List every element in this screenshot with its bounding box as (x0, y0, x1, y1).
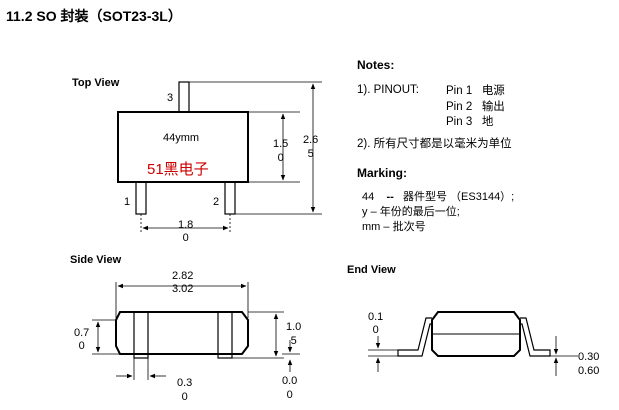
pin-name: Pin 1 (446, 85, 473, 97)
marking-row: y – 年份的最后一位; (362, 205, 514, 220)
dim-end-lead-thickness-b: 0 (372, 324, 379, 336)
marking-sep: – (370, 206, 377, 218)
side-view-drawing (92, 282, 300, 380)
end-lead-left (397, 317, 432, 357)
top-pin-2 (224, 181, 236, 215)
dim-side-length-a: 2.82 (172, 270, 194, 282)
pin-row: Pin 1 电源 (446, 84, 505, 100)
dim-top-width-a: 1.8 (178, 219, 194, 231)
dim-top-total-a: 2.6 (303, 134, 319, 146)
top-pin-1 (135, 181, 147, 215)
dim-top-total-b: 5 (307, 148, 314, 160)
dim-end-lead-thickness-a: 0.1 (368, 311, 384, 323)
dim-end-lead-thickness: 0.1 0 (368, 311, 383, 337)
dim-top-total: 2.6 5 (303, 133, 318, 161)
end-view-drawing (368, 311, 578, 376)
end-view-label: End View (347, 264, 396, 276)
pin-func: 地 (481, 116, 494, 128)
dim-side-length: 2.82 3.02 (172, 270, 193, 296)
marking-header: Marking: (357, 166, 408, 180)
watermark: 51黑电子 (147, 161, 209, 178)
dim-end-offset-a: 0.30 (578, 351, 600, 363)
dim-top-width-b: 0 (182, 232, 189, 244)
pin-row: Pin 3 地 (446, 115, 505, 131)
marking-sep: -- (386, 191, 394, 203)
dim-side-lead-a: 0.3 (177, 377, 193, 389)
note-units: 2). 所有尺寸都是以毫米为单位 (357, 138, 512, 150)
side-view-label: Side View (70, 254, 122, 266)
top-body (117, 111, 249, 183)
end-lead-right (520, 317, 551, 357)
dim-top-height-a: 1.5 (273, 138, 289, 150)
marking-sep: – (383, 221, 390, 233)
pinout-label: 1). PINOUT: (357, 84, 419, 96)
dim-side-body-height-a: 0.7 (74, 327, 90, 339)
top-marking-text: 44ymm (163, 132, 200, 144)
dim-side-body-height-b: 0 (78, 340, 85, 352)
pin-row: Pin 2 输出 (446, 100, 505, 116)
dim-side-standoff-b: 0 (286, 389, 293, 401)
notes-header: Notes: (357, 58, 395, 72)
dim-top-height: 1.5 0 (273, 137, 288, 165)
marking-row: mm – 批次号 (362, 220, 514, 235)
dim-side-standoff-a: 0.0 (282, 375, 298, 387)
end-body (431, 311, 521, 357)
dim-end-offset: 0.30 0.60 (578, 350, 599, 378)
marking-code: 44 (362, 191, 375, 203)
top-view-label: Top View (72, 77, 120, 89)
marking-desc: 年份的最后一位; (379, 206, 460, 218)
pin-func: 输出 (481, 100, 505, 113)
pin-name: Pin 2 (446, 100, 473, 113)
pin-list: Pin 1 电源 Pin 2 输出 Pin 3 地 (446, 84, 505, 131)
dim-side-total-height-b: 5 (290, 335, 297, 347)
dim-side-total-height-a: 1.0 (286, 321, 302, 333)
side-lead-right (217, 311, 233, 359)
pin-2-label: 2 (213, 196, 220, 208)
top-pin-3 (178, 81, 190, 113)
side-body (115, 311, 249, 355)
dim-side-total-height: 1.0 5 (286, 320, 301, 348)
pin-name: Pin 3 (446, 116, 473, 128)
pin-func: 电源 (481, 85, 505, 97)
page-title: 11.2 SO 封装（SOT23-3L） (6, 8, 182, 24)
pin-1-label: 1 (124, 196, 131, 208)
marking-desc: 批次号 (392, 221, 426, 233)
pin-3-label: 3 (167, 92, 174, 104)
dim-side-body-height: 0.7 0 (74, 327, 89, 353)
marking-row: 44 -- 器件型号 （ES3144）; (362, 190, 514, 205)
marking-list: 44 -- 器件型号 （ES3144）; y – 年份的最后一位; mm – 批… (362, 190, 514, 235)
dim-end-offset-b: 0.60 (578, 365, 600, 377)
marking-code: mm (362, 221, 381, 233)
dim-side-lead: 0.3 0 (177, 376, 192, 404)
side-lead-left (133, 311, 149, 359)
dim-side-lead-b: 0 (181, 391, 188, 403)
marking-code: y (362, 206, 368, 218)
dim-side-standoff: 0.0 0 (282, 374, 297, 402)
dim-top-height-b: 0 (277, 152, 284, 164)
dim-top-width: 1.8 0 (178, 219, 193, 245)
dim-side-length-b: 3.02 (172, 283, 194, 295)
marking-desc: 器件型号 （ES3144）; (402, 191, 515, 203)
top-view-drawing (117, 81, 322, 232)
